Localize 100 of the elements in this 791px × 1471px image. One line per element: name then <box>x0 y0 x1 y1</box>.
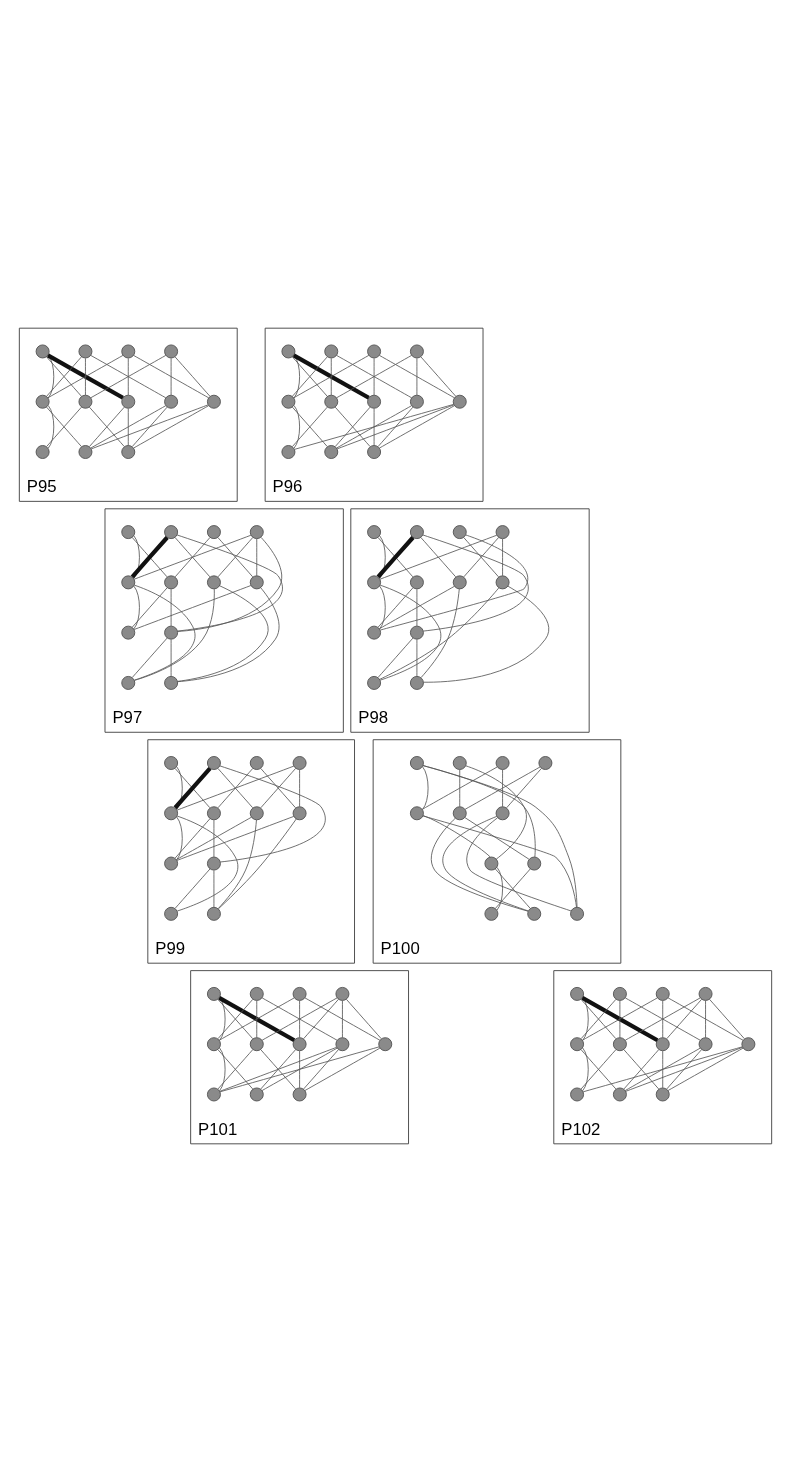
connector <box>666 1048 702 1089</box>
cluster: P97 <box>104 507 344 733</box>
connector <box>377 406 414 447</box>
connector <box>133 584 196 681</box>
node-circle <box>378 1036 393 1051</box>
node-circle <box>292 1036 307 1051</box>
node-circle <box>121 625 136 640</box>
node-circle <box>164 856 179 871</box>
node-circle <box>409 394 424 409</box>
node-circle <box>164 343 179 358</box>
connector <box>373 407 375 446</box>
node-circle <box>292 805 307 820</box>
connector <box>303 1048 339 1089</box>
connector <box>176 815 239 911</box>
node-circle <box>249 574 264 589</box>
connector <box>217 998 254 1039</box>
connector <box>299 999 301 1038</box>
cluster: P102 <box>553 969 773 1144</box>
connector <box>176 816 183 860</box>
connector <box>256 538 258 576</box>
node-circle <box>164 394 179 409</box>
connector <box>293 404 301 449</box>
node-circle <box>78 444 93 459</box>
node-circle <box>570 1036 585 1051</box>
connector <box>379 584 442 681</box>
cluster: P98 <box>350 507 590 733</box>
connector <box>174 817 211 858</box>
node-circle <box>612 1087 627 1101</box>
connector <box>133 584 252 630</box>
connector <box>379 587 500 680</box>
connector <box>422 765 429 810</box>
node-circle <box>121 444 136 459</box>
node-circle <box>409 574 424 589</box>
connector <box>85 357 86 396</box>
node-circle <box>206 986 221 1001</box>
cluster: P99 <box>147 738 355 964</box>
node-circle <box>281 343 296 358</box>
node-circle <box>367 444 382 459</box>
node-circle <box>612 1036 627 1051</box>
node-circle <box>495 574 510 589</box>
connector <box>217 536 254 577</box>
connector <box>170 638 172 677</box>
node-circle <box>121 574 136 589</box>
node-circle <box>206 755 221 770</box>
connector <box>131 637 168 678</box>
node-circle <box>570 906 585 921</box>
connector <box>662 1050 664 1088</box>
node-circle <box>281 394 296 409</box>
connector <box>131 586 168 628</box>
connector <box>330 357 332 396</box>
connector <box>170 357 172 396</box>
node-circle <box>335 1036 350 1051</box>
connector <box>416 357 418 396</box>
node-circle <box>409 805 424 820</box>
node-circle <box>452 524 467 539</box>
connector <box>667 1047 744 1091</box>
connector <box>667 996 744 1041</box>
connector <box>303 998 339 1039</box>
connector <box>619 999 621 1038</box>
node-circle <box>121 675 136 690</box>
cluster: P100 <box>372 738 622 964</box>
connector <box>423 585 550 683</box>
connector <box>131 406 168 447</box>
node-circle <box>452 805 467 820</box>
connector <box>217 819 257 909</box>
connector <box>176 815 295 861</box>
node-circle <box>35 343 50 358</box>
connector <box>127 357 129 396</box>
connector <box>342 999 343 1038</box>
node-circle <box>409 755 424 770</box>
connector <box>379 354 455 398</box>
connector <box>299 1050 301 1088</box>
node-circle <box>538 755 553 770</box>
node-circle <box>206 1036 221 1051</box>
node-circle <box>164 675 179 690</box>
node-circle <box>206 574 221 589</box>
connector <box>420 536 457 577</box>
node-circle <box>367 675 382 690</box>
connector <box>345 998 382 1039</box>
connector <box>294 403 455 450</box>
connector <box>379 585 386 629</box>
connector <box>496 866 503 910</box>
connector <box>174 868 211 909</box>
connector <box>623 1048 660 1089</box>
connector <box>422 534 529 631</box>
node-circle <box>78 343 93 358</box>
connector <box>662 999 664 1038</box>
connector <box>422 764 536 857</box>
node-circle <box>206 394 221 409</box>
node-circle <box>249 805 264 820</box>
connector <box>464 816 530 860</box>
node-circle <box>121 394 136 409</box>
node-circle <box>35 444 50 459</box>
node-circle <box>570 986 585 1001</box>
connector <box>422 764 578 908</box>
connector <box>133 404 209 448</box>
connector <box>219 764 326 862</box>
node-circle <box>35 394 50 409</box>
node-circle <box>206 1087 221 1101</box>
connector <box>213 819 215 857</box>
